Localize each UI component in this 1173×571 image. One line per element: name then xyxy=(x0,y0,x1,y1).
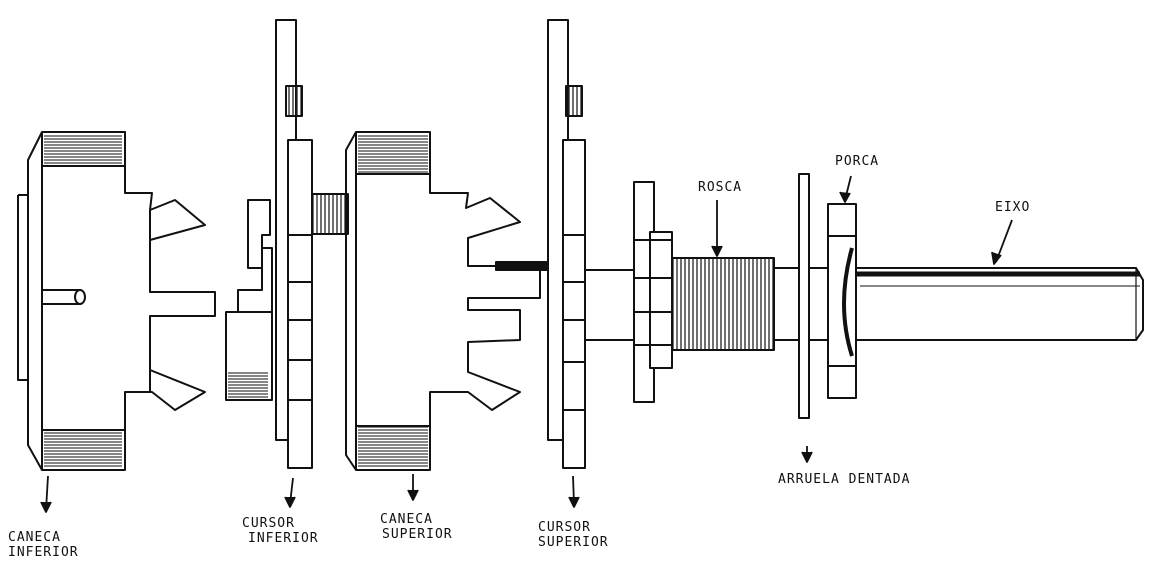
label-caneca-inferior: CANECA INFERIOR xyxy=(8,530,79,560)
label-cursor-inferior: CURSOR INFERIOR xyxy=(242,516,319,546)
label-rosca: ROSCA xyxy=(698,180,743,195)
cursor-superior-part xyxy=(547,19,586,469)
arruela-dentada-part xyxy=(798,173,810,419)
arrow-cursor-inferior xyxy=(284,477,296,508)
caneca-inferior-part xyxy=(17,131,216,471)
cursor-inferior-part xyxy=(225,19,349,469)
porca-part xyxy=(827,203,857,399)
label-cursor-superior: CURSOR SUPERIOR xyxy=(538,520,609,550)
bushing-part xyxy=(633,181,673,403)
eixo-shaft xyxy=(585,267,1144,341)
arrow-caneca-superior xyxy=(407,474,419,501)
rosca-thread xyxy=(671,257,775,351)
label-eixo: EIXO xyxy=(995,200,1031,215)
arrow-eixo xyxy=(991,219,1013,265)
label-caneca-superior: CANECA SUPERIOR xyxy=(380,512,453,542)
arrow-porca xyxy=(839,175,852,203)
arrow-arruela xyxy=(801,446,813,463)
arrow-cursor-superior xyxy=(568,475,580,508)
arrow-caneca-inferior xyxy=(40,475,52,513)
arrow-rosca xyxy=(711,200,723,257)
label-porca: PORCA xyxy=(835,154,880,169)
leader-arrows xyxy=(40,175,1013,513)
caneca-superior-part xyxy=(345,131,557,471)
label-arruela-dentada: ARRUELA DENTADA xyxy=(778,472,911,487)
